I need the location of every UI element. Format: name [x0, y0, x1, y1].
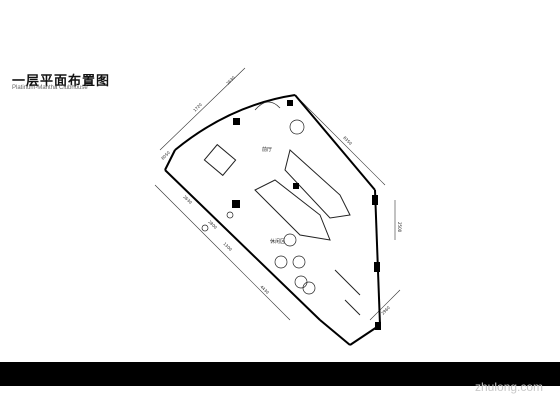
dim-top-a: 1720 [192, 102, 203, 113]
dim-right-b: 2500 [397, 222, 402, 233]
watermark-text: zhulong.com [475, 380, 544, 394]
dim-left-b: 2630 [182, 194, 193, 205]
column-blocks [232, 100, 381, 330]
plan-subtitle: Platinum-Mantha Clubhouse [12, 85, 88, 91]
dim-left-d: 1300 [222, 241, 233, 252]
dim-right-a: 8350 [342, 135, 353, 146]
dim-top-b: 2630 [225, 75, 236, 86]
dim-right-c: 2960 [380, 305, 391, 316]
dim-left-e: 4430 [259, 284, 270, 295]
room-label-hall: 前厅 [262, 146, 272, 153]
dimension-lines [154, 67, 401, 321]
dim-left-c: 2800 [207, 219, 218, 230]
room-label-lounge: 休闲区 [270, 238, 285, 245]
entrance-door [254, 101, 281, 111]
plan-title: 一层平面布置图 [12, 74, 111, 89]
dim-left-a: 8050 [160, 150, 171, 161]
dimension-labels: 1720 2630 8050 2630 2800 1300 4430 8350 … [160, 75, 402, 316]
interior-partitions [203, 143, 361, 316]
furniture [201, 119, 316, 295]
footer-band [0, 362, 560, 386]
outer-walls [164, 94, 381, 346]
